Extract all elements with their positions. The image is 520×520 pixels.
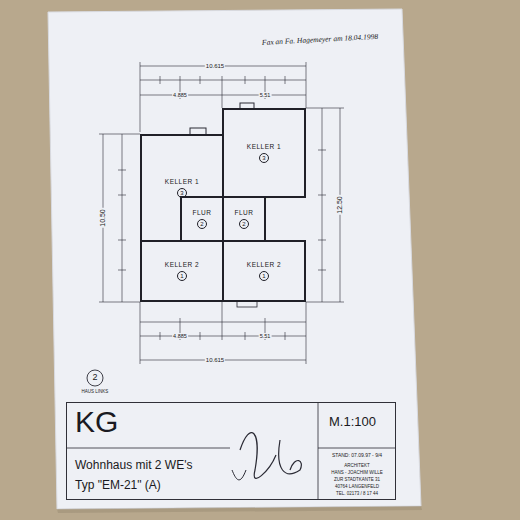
architect-line: ZUR STADTKANTE 31 bbox=[333, 478, 381, 483]
architect-line: 40764 LANGENFELD bbox=[334, 485, 380, 490]
room-keller: KELLER 2 1 bbox=[140, 240, 224, 302]
room-number: 1 bbox=[259, 271, 269, 281]
dimension: 5.51 bbox=[259, 333, 272, 339]
house-number: 2 bbox=[91, 373, 98, 383]
dimension: 5.51 bbox=[259, 92, 272, 98]
room-name: KELLER 1 bbox=[165, 178, 199, 185]
room-number: 3 bbox=[259, 153, 269, 163]
room-name: KELLER 2 bbox=[247, 261, 281, 268]
house-caption: HAUS LINKS bbox=[81, 390, 110, 395]
building-title: Wohnhaus mit 2 WE's bbox=[75, 459, 192, 471]
room-flur: FLUR 2 bbox=[222, 196, 266, 242]
room-name: FLUR bbox=[193, 209, 212, 216]
architect-line: HANS - JOACHIM WILLE bbox=[330, 471, 384, 476]
room-name: KELLER 2 bbox=[165, 261, 199, 268]
dimension: 10.615 bbox=[205, 63, 225, 70]
dimension: 12.50 bbox=[336, 195, 344, 215]
room-number: 2 bbox=[197, 219, 207, 229]
room-keller: KELLER 1 3 bbox=[222, 108, 306, 198]
level-code: KG bbox=[75, 407, 118, 437]
date-stamp: STAND: 07.09.97 - 9/4 bbox=[331, 453, 383, 459]
dimension: 10.615 bbox=[205, 357, 225, 364]
room-name: FLUR bbox=[235, 209, 254, 216]
room-number: 2 bbox=[239, 219, 249, 229]
room-flur: FLUR 2 bbox=[180, 196, 224, 242]
architect-line: TEL. 02173 / 8 17 44 bbox=[335, 492, 379, 497]
dimension: 4.885 bbox=[172, 333, 188, 339]
type-label: Typ "EM-21" (A) bbox=[75, 479, 161, 491]
dimension: 10.50 bbox=[99, 208, 107, 228]
scale: M.1:100 bbox=[329, 415, 376, 428]
room-keller: KELLER 2 1 bbox=[222, 240, 306, 302]
room-name: KELLER 1 bbox=[247, 143, 281, 150]
dimension: 4.885 bbox=[172, 92, 188, 98]
architect-line: ARCHITEKT bbox=[343, 464, 371, 469]
room-number: 1 bbox=[177, 271, 187, 281]
